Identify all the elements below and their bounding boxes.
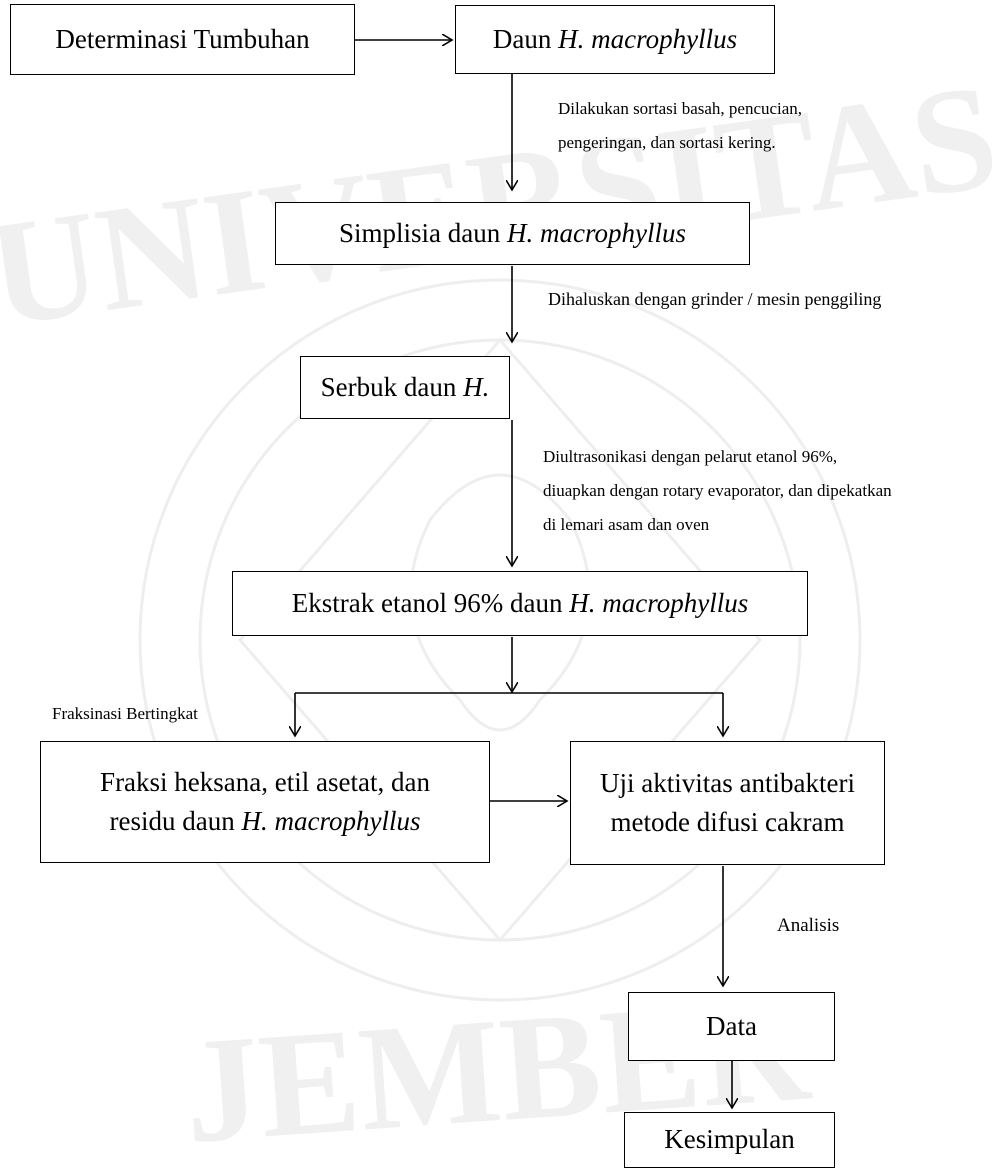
note-ultrasonikasi: Diultrasonikasi dengan pelarut etanol 96… (543, 440, 892, 542)
node-kesimpulan: Kesimpulan (624, 1112, 835, 1168)
node-ekstrak-label: Ekstrak etanol 96% daun H. macrophyllus (291, 587, 749, 618)
note-sortasi: Dilakukan sortasi basah, pencucian, peng… (558, 92, 802, 160)
note-sortasi-line2: pengeringan, dan sortasi kering. (558, 133, 776, 152)
node-simplisia-label: Simplisia daun H. macrophyllus (339, 217, 686, 248)
note-fraksinasi: Fraksinasi Bertingkat (52, 704, 198, 723)
note-analisis: Analisis (777, 915, 840, 936)
node-ekstrak: Ekstrak etanol 96% daun H. macrophyllus (232, 571, 808, 636)
node-simplisia: Simplisia daun H. macrophyllus (275, 202, 750, 265)
node-fraksi-line1: Fraksi heksana, etil asetat, dan (100, 766, 430, 797)
node-daun: Daun H. macrophyllus (455, 5, 775, 74)
node-serbuk-label: Serbuk daun H. (320, 371, 490, 402)
node-determinasi-label: Determinasi Tumbuhan (55, 23, 310, 54)
note-ultrasonikasi-line2: diuapkan dengan rotary evaporator, dan d… (543, 481, 892, 500)
note-dihaluskan: Dihaluskan dengan grinder / mesin penggi… (548, 289, 882, 309)
node-uji-line2: metode difusi cakram (610, 807, 845, 837)
node-data: Data (628, 992, 835, 1061)
node-determinasi-tumbuhan: Determinasi Tumbuhan (10, 4, 355, 75)
node-data-label: Data (706, 1010, 757, 1041)
node-serbuk: Serbuk daun H. (300, 356, 510, 419)
node-fraksi: Fraksi heksana, etil asetat, dan residu … (40, 741, 490, 863)
node-uji-antibakteri: Uji aktivitas antibakteri metode difusi … (570, 741, 885, 865)
note-ultrasonikasi-line3: di lemari asam dan oven (543, 515, 710, 534)
node-daun-label: Daun H. macrophyllus (492, 23, 738, 54)
note-sortasi-line1: Dilakukan sortasi basah, pencucian, (558, 99, 803, 118)
node-kesimpulan-label: Kesimpulan (664, 1124, 795, 1155)
node-fraksi-line2: residu daun H. macrophyllus (109, 806, 421, 836)
node-uji-line1: Uji aktivitas antibakteri (600, 767, 855, 798)
note-ultrasonikasi-line1: Diultrasonikasi dengan pelarut etanol 96… (543, 447, 838, 466)
